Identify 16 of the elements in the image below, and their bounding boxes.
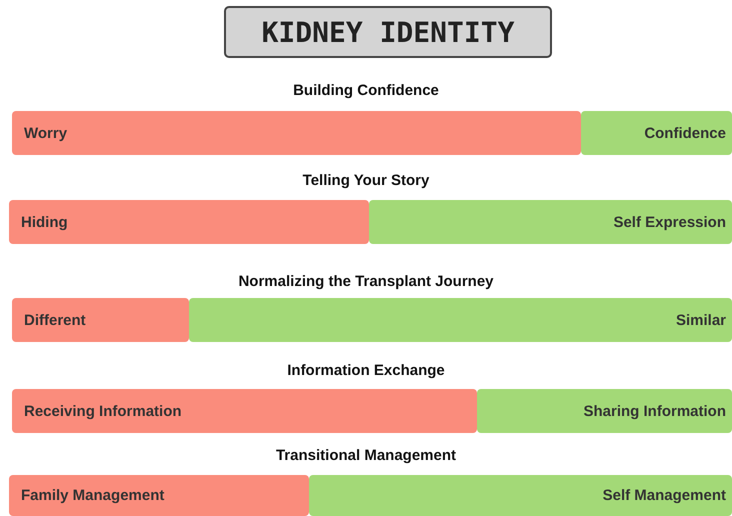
scale-heading: Telling Your Story [302, 172, 430, 189]
scale-end-bar: Sharing Information [477, 389, 732, 433]
scale-heading: Building Confidence [293, 82, 439, 99]
scale-end-bar: Self Expression [369, 200, 732, 244]
scale-heading: Information Exchange [287, 362, 445, 379]
scale-start-bar: Family Management [9, 475, 309, 516]
scale-start-bar: Receiving Information [12, 389, 477, 433]
scale-heading: Normalizing the Transplant Journey [238, 273, 494, 290]
scale-end-bar: Confidence [581, 111, 732, 155]
scale-start-bar: Different [12, 298, 189, 342]
scale-heading: Transitional Management [276, 447, 456, 464]
scale-start-bar: Hiding [9, 200, 369, 244]
scale-end-bar: Similar [189, 298, 732, 342]
scale-start-bar: Worry [12, 111, 581, 155]
scale-end-bar: Self Management [309, 475, 732, 516]
title-banner: KIDNEY IDENTITY [224, 6, 552, 58]
